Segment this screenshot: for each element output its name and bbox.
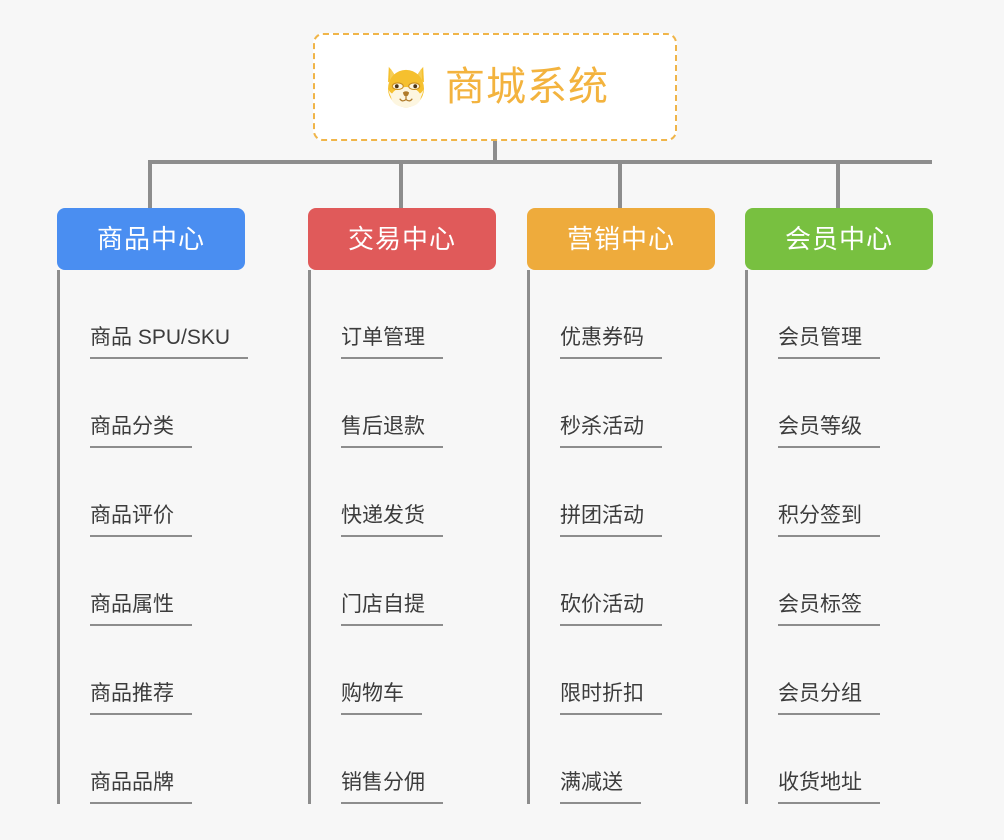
- branch-column-4: 会员中心 会员管理 会员等级 积分签到 会员标签 会员分组 收货地址: [745, 208, 933, 804]
- list-item[interactable]: 商品评价: [75, 448, 245, 537]
- list-item[interactable]: 商品推荐: [75, 626, 245, 715]
- category-label-3: 营销中心: [566, 224, 675, 254]
- child-list-1: 商品 SPU/SKU 商品分类 商品评价 商品属性 商品推荐 商品品牌: [57, 270, 249, 804]
- list-item[interactable]: 满减送: [545, 715, 715, 804]
- child-label: 秒杀活动: [560, 416, 662, 448]
- branch-column-2: 交易中心 订单管理 售后退款 快递发货 门店自提 购物车 销售分佣: [308, 208, 496, 804]
- connector-drop-1: [148, 160, 152, 208]
- list-item[interactable]: 快递发货: [326, 448, 496, 537]
- connector-drop-4: [836, 160, 840, 208]
- child-label: 限时折扣: [560, 683, 662, 715]
- child-label: 收货地址: [778, 772, 880, 804]
- child-label: 门店自提: [341, 594, 443, 626]
- category-label-2: 交易中心: [347, 224, 456, 254]
- list-item[interactable]: 购物车: [326, 626, 496, 715]
- category-box-3[interactable]: 营销中心: [527, 208, 715, 270]
- child-label: 会员管理: [778, 327, 880, 359]
- connector-drop-3: [618, 160, 622, 208]
- child-list-3: 优惠券码 秒杀活动 拼团活动 砍价活动 限时折扣 满减送: [527, 270, 715, 804]
- child-label: 商品品牌: [90, 772, 192, 804]
- child-label: 拼团活动: [560, 505, 662, 537]
- child-label: 销售分佣: [341, 772, 443, 804]
- list-item[interactable]: 限时折扣: [545, 626, 715, 715]
- child-label: 订单管理: [341, 327, 443, 359]
- root-node-title: 商城系统: [445, 65, 609, 109]
- child-label: 会员分组: [778, 683, 880, 715]
- child-label: 会员等级: [778, 416, 880, 448]
- list-item[interactable]: 门店自提: [326, 537, 496, 626]
- child-label: 商品 SPU/SKU: [90, 327, 249, 359]
- branch-column-1: 商品中心 商品 SPU/SKU 商品分类 商品评价 商品属性 商品推荐 商品品牌: [57, 208, 249, 804]
- list-item[interactable]: 会员分组: [763, 626, 933, 715]
- list-item[interactable]: 积分签到: [763, 448, 933, 537]
- list-item[interactable]: 收货地址: [763, 715, 933, 804]
- child-label: 优惠券码: [560, 327, 662, 359]
- child-label: 商品推荐: [90, 683, 192, 715]
- list-item[interactable]: 订单管理: [326, 270, 496, 359]
- connector-horizontal-bus: [148, 160, 932, 164]
- list-item[interactable]: 秒杀活动: [545, 359, 715, 448]
- list-item[interactable]: 会员管理: [763, 270, 933, 359]
- child-list-2: 订单管理 售后退款 快递发货 门店自提 购物车 销售分佣: [308, 270, 496, 804]
- branch-column-3: 营销中心 优惠券码 秒杀活动 拼团活动 砍价活动 限时折扣 满减送: [527, 208, 715, 804]
- list-item[interactable]: 商品分类: [75, 359, 245, 448]
- shiba-dog-face-icon: [388, 66, 424, 108]
- category-box-1[interactable]: 商品中心: [57, 208, 245, 270]
- root-node-mall-system[interactable]: 商城系统: [313, 33, 677, 141]
- connector-drop-2: [399, 160, 403, 208]
- child-label: 砍价活动: [560, 594, 662, 626]
- list-item[interactable]: 售后退款: [326, 359, 496, 448]
- category-box-2[interactable]: 交易中心: [308, 208, 496, 270]
- child-label: 快递发货: [341, 505, 443, 537]
- list-item[interactable]: 商品品牌: [75, 715, 245, 804]
- list-item[interactable]: 会员等级: [763, 359, 933, 448]
- list-item[interactable]: 会员标签: [763, 537, 933, 626]
- list-item[interactable]: 销售分佣: [326, 715, 496, 804]
- child-list-4: 会员管理 会员等级 积分签到 会员标签 会员分组 收货地址: [745, 270, 933, 804]
- list-item[interactable]: 优惠券码: [545, 270, 715, 359]
- list-item[interactable]: 砍价活动: [545, 537, 715, 626]
- list-item[interactable]: 拼团活动: [545, 448, 715, 537]
- child-label: 售后退款: [341, 416, 443, 448]
- child-label: 商品分类: [90, 416, 192, 448]
- list-item[interactable]: 商品属性: [75, 537, 245, 626]
- category-label-1: 商品中心: [96, 224, 205, 254]
- category-label-4: 会员中心: [784, 224, 893, 254]
- child-label: 积分签到: [778, 505, 880, 537]
- child-label: 商品评价: [90, 505, 192, 537]
- list-item[interactable]: 商品 SPU/SKU: [75, 270, 249, 359]
- child-label: 商品属性: [90, 594, 192, 626]
- child-label: 会员标签: [778, 594, 880, 626]
- category-box-4[interactable]: 会员中心: [745, 208, 933, 270]
- child-label: 购物车: [341, 683, 422, 715]
- child-label: 满减送: [560, 772, 641, 804]
- connector-stem-vertical: [493, 141, 497, 164]
